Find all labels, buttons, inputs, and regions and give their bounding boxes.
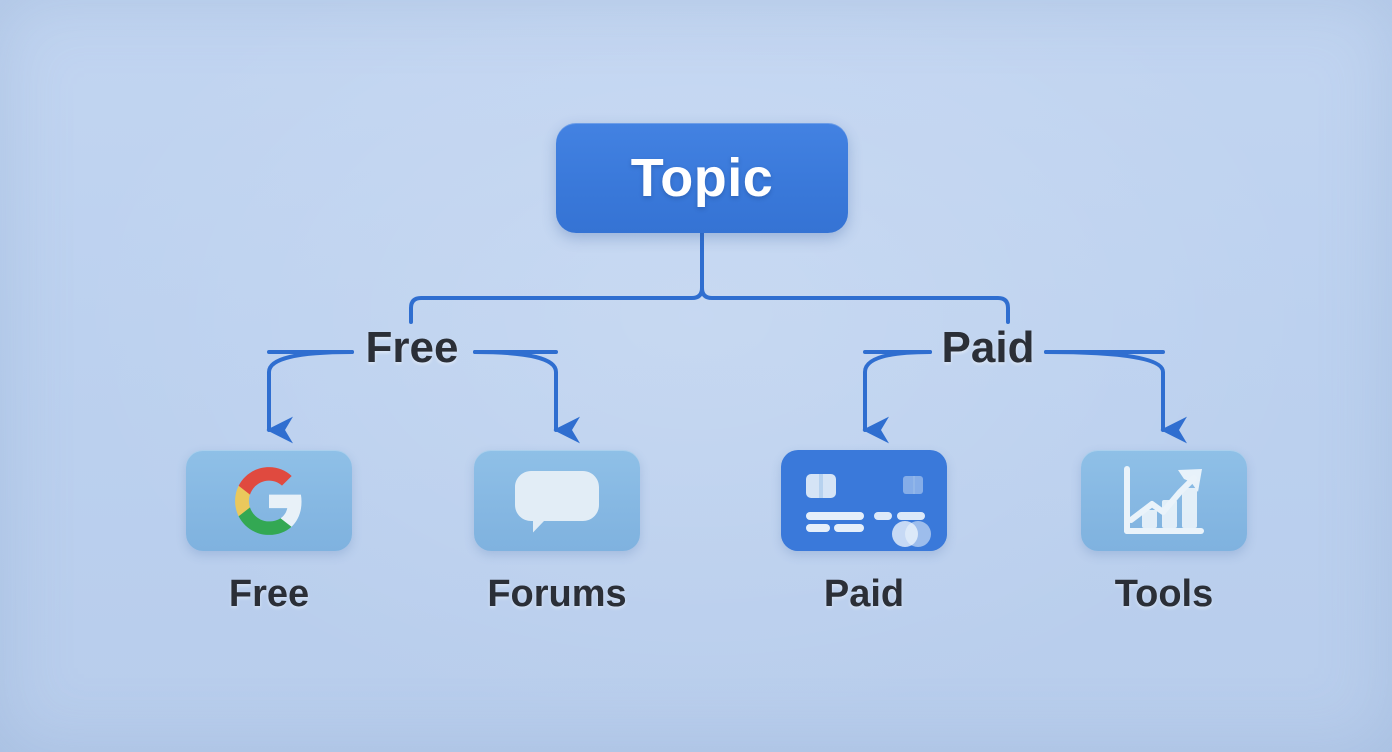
speech-bubble-icon [515,470,599,532]
leaf-node-forums[interactable]: Forums [474,450,640,616]
leaf-node-paid[interactable]: Paid [781,450,947,616]
paid-to-card-arrow [862,350,932,444]
leaf-node-free[interactable]: Free [186,450,352,616]
branch-label-paid: Paid [941,323,1035,372]
branch-label-free: Free [365,323,459,372]
leaf-label-forums: Forums [487,573,627,615]
google-g-icon [235,466,302,535]
leaf-card-tools[interactable] [1081,450,1247,551]
leaf-label-free: Free [228,573,310,615]
root-node-label: Topic [630,148,774,208]
trunk-connector [409,231,704,324]
leaf-node-tools[interactable]: Tools [1081,450,1247,616]
root-node-topic[interactable]: Topic [556,123,848,233]
leaf-label-paid: Paid [823,573,905,615]
leaf-card-paid[interactable] [781,450,947,551]
free-to-forums-arrow [473,350,580,444]
trunk-connector-right [700,286,1010,324]
paid-to-tools-arrow [1044,350,1187,444]
growth-chart-icon [1124,465,1204,534]
leaf-label-tools: Tools [1114,573,1214,615]
free-to-google-arrow [266,350,354,444]
leaf-card-free[interactable] [186,450,352,551]
leaf-card-forums[interactable] [474,450,640,551]
credit-card-icon [781,450,947,551]
